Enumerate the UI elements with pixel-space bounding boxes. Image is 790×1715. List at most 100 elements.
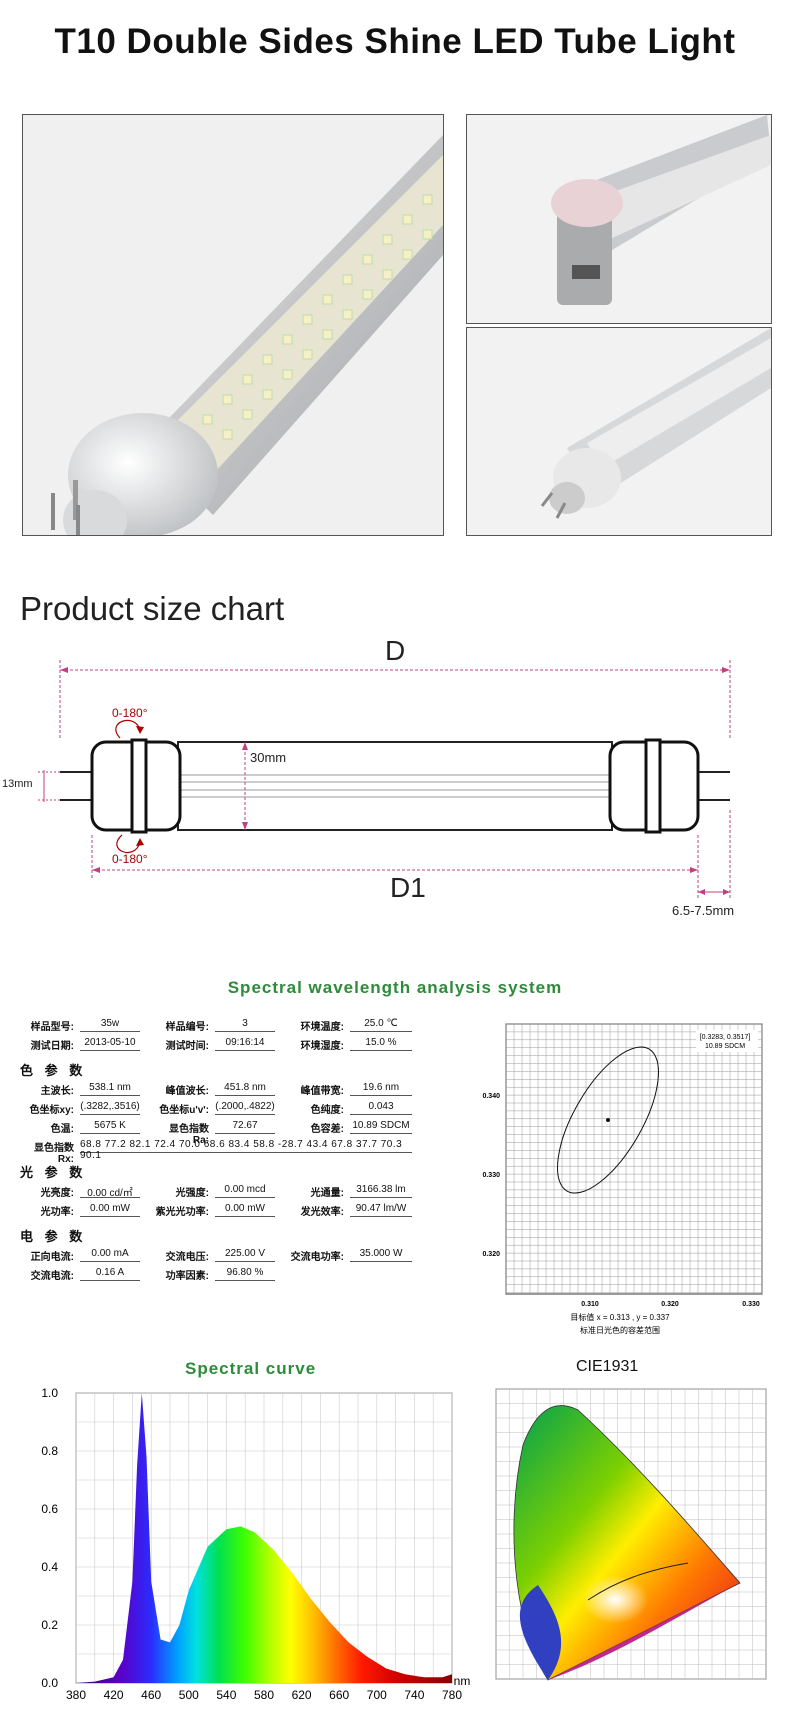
param-label: 光功率: xyxy=(40,1207,74,1218)
param-label: 测试时间: xyxy=(165,1041,209,1052)
param-value: 0.00 mA xyxy=(80,1248,140,1262)
x-tick-label: 780 xyxy=(442,1688,462,1702)
param-label: 色坐标u'v': xyxy=(159,1105,209,1116)
section-heading: 色 参 数 xyxy=(20,1063,87,1078)
param-value: 19.6 nm xyxy=(350,1082,412,1096)
section-heading: 光 参 数 xyxy=(20,1165,87,1180)
rx-values: 68.8 77.2 82.1 72.4 70.0 68.6 83.4 58.8 … xyxy=(80,1139,412,1161)
param-label: 正向电流: xyxy=(30,1252,74,1263)
ellipse-legend-coord: [0.3283, 0.3517] xyxy=(700,1034,751,1041)
param-label: 交流电流: xyxy=(30,1271,74,1282)
y-tick-label: 0.8 xyxy=(41,1444,58,1458)
product-photo-end xyxy=(466,327,772,536)
param-value: 538.1 nm xyxy=(80,1082,140,1096)
ellipse-xtick-1: 0.320 xyxy=(661,1301,679,1308)
ellipse-xtick-2: 0.330 xyxy=(742,1301,760,1308)
param-label: 色容差: xyxy=(310,1124,344,1135)
cie1931-diagram xyxy=(478,1385,774,1710)
param-value: 225.00 V xyxy=(215,1248,275,1262)
y-tick-label: 0.0 xyxy=(41,1676,58,1690)
param-row: 正向电流: 0.00 mA 交流电压: 225.00 V 交流电功率: 35.000 W xyxy=(20,1248,460,1267)
param-value: 0.16 A xyxy=(80,1267,140,1281)
param-row: 色坐标xy: (.3282,.3516) 色坐标u'v': (.2000,.4822)… xyxy=(20,1101,460,1120)
param-label: 环境温度: xyxy=(300,1022,344,1033)
param-value: 451.8 nm xyxy=(215,1082,275,1096)
ellipse-caption-range: 标准日光色的容差范围 xyxy=(580,1325,660,1335)
param-label: 色纯度: xyxy=(310,1105,344,1116)
param-label: 样品型号: xyxy=(30,1022,74,1033)
param-row: 交流电流: 0.16 A 功率因素: 96.80 % xyxy=(20,1267,460,1286)
param-label: 环境湿度: xyxy=(300,1041,344,1052)
y-tick-label: 1.0 xyxy=(41,1386,58,1400)
page-title: T10 Double Sides Shine LED Tube Light xyxy=(54,22,736,61)
param-value: 3 xyxy=(215,1018,275,1032)
dimension-d1-label: D1 xyxy=(390,872,426,903)
ellipse-caption-target: 目标值 x = 0.313 , y = 0.337 xyxy=(570,1312,670,1322)
param-value: 09:16:14 xyxy=(215,1037,275,1051)
param-label: 交流电功率: xyxy=(290,1252,344,1263)
diameter-label: 30mm xyxy=(250,750,287,765)
param-value: (.3282,.3516) xyxy=(80,1101,140,1115)
x-tick-label: 740 xyxy=(404,1688,424,1702)
param-value: 25.0 ℃ xyxy=(350,1018,412,1032)
ellipse-ytick-1: 0.330 xyxy=(482,1172,500,1179)
param-row: 光亮度: 0.00 cd/㎡ 光强度: 0.00 mcd 光通量: 3166.38 lm xyxy=(20,1184,460,1203)
param-label: 功率因素: xyxy=(165,1271,209,1282)
param-label: 峰值波长: xyxy=(165,1086,209,1097)
spectral-unit-label: nm xyxy=(454,1674,470,1688)
x-tick-label: 500 xyxy=(179,1688,199,1702)
param-label: 样品编号: xyxy=(165,1022,209,1033)
x-tick-label: 620 xyxy=(292,1688,312,1702)
param-label: 色坐标xy: xyxy=(29,1105,74,1116)
param-value: 5675 K xyxy=(80,1120,140,1134)
y-tick-label: 0.4 xyxy=(41,1560,58,1574)
param-label: 交流电压: xyxy=(165,1252,209,1263)
param-value: 3166.38 lm xyxy=(350,1184,412,1198)
param-label: 主波长: xyxy=(40,1086,74,1097)
param-label: 光强度: xyxy=(175,1188,209,1199)
param-row: 测试日期: 2013-05-10 测试时间: 09:16:14 环境湿度: 15.0 % xyxy=(20,1037,460,1056)
param-value: 35.000 W xyxy=(350,1248,412,1262)
x-tick-label: 420 xyxy=(104,1688,124,1702)
param-value: 2013-05-10 xyxy=(80,1037,140,1051)
param-label: 色温: xyxy=(50,1124,74,1135)
param-value: 72.67 xyxy=(215,1120,275,1134)
param-label: 测试日期: xyxy=(30,1041,74,1052)
section-heading: 电 参 数 xyxy=(20,1229,87,1244)
ellipse-ytick-0: 0.340 xyxy=(482,1093,500,1100)
param-label: 紫光光功率: xyxy=(155,1207,209,1218)
ellipse-ytick-2: 0.320 xyxy=(482,1251,500,1258)
param-value: 0.00 mW xyxy=(80,1203,140,1217)
param-label: 光通量: xyxy=(310,1188,344,1199)
param-label: 峰值带宽: xyxy=(300,1086,344,1097)
param-label: 光亮度: xyxy=(40,1188,74,1199)
param-value: 96.80 % xyxy=(215,1267,275,1281)
rx-row: 显色指数Rx: 68.8 77.2 82.1 72.4 70.0 68.6 83.… xyxy=(20,1139,460,1165)
param-value: 15.0 % xyxy=(350,1037,412,1051)
product-photo-side xyxy=(466,114,772,324)
y-tick-label: 0.2 xyxy=(41,1618,58,1632)
spectral-analysis-heading: Spectral wavelength analysis system xyxy=(227,978,563,997)
ellipse-legend-sdcm: 10.89 SDCM xyxy=(705,1043,745,1050)
rotation-top-label: 0-180° xyxy=(112,706,148,720)
rx-label: 显色指数Rx: xyxy=(34,1143,74,1165)
size-chart-heading: Product size chart xyxy=(20,590,285,627)
cie-heading: CIE1931 xyxy=(576,1358,639,1375)
param-value: (.2000,.4822) xyxy=(215,1101,275,1115)
x-tick-label: 540 xyxy=(216,1688,236,1702)
param-value: 0.043 xyxy=(350,1101,412,1115)
dimension-d-label: D xyxy=(385,635,406,666)
x-tick-label: 380 xyxy=(66,1688,86,1702)
pin-length-label: 6.5-7.5mm xyxy=(672,903,735,918)
param-value: 0.00 mcd xyxy=(215,1184,275,1198)
tolerance-ellipse-chart: [0.3283, 0.3517] 10.89 SDCM 0.340 0.330 … xyxy=(470,1018,770,1338)
x-tick-label: 660 xyxy=(329,1688,349,1702)
spectral-curve-heading: Spectral curve xyxy=(185,1359,317,1378)
param-row: 主波长: 538.1 nm 峰值波长: 451.8 nm 峰值带宽: 19.6 nm xyxy=(20,1082,460,1101)
param-value: 0.00 cd/㎡ xyxy=(80,1184,140,1199)
